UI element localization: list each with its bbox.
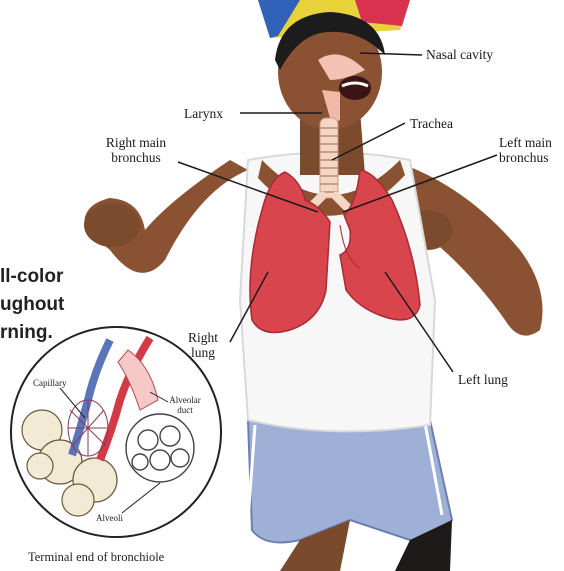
trachea-label: Trachea — [410, 116, 453, 131]
alveoli-label: Alveoli — [96, 513, 123, 523]
cover-text-line-2: ughout — [0, 294, 64, 316]
right-main-bronchus-line-2: bronchus — [86, 150, 186, 165]
right-main-bronchus-line-1: Right main — [86, 135, 186, 150]
alveolar-duct-line-2: duct — [160, 405, 210, 415]
alveolar-duct-label: Alveolar duct — [160, 395, 210, 415]
left-main-bronchus-line-2: bronchus — [499, 150, 552, 165]
capillary-label: Capillary — [33, 378, 67, 388]
cover-text-line-1: ll-color — [0, 266, 63, 288]
right-lung-line-2: lung — [178, 345, 228, 360]
left-lung-label: Left lung — [458, 372, 508, 387]
shorts — [248, 420, 452, 571]
left-main-bronchus-label: Left main bronchus — [499, 135, 552, 165]
capillary-net — [68, 400, 108, 456]
right-lung-line-1: Right — [178, 330, 228, 345]
right-lung-label: Right lung — [178, 330, 228, 360]
alveolar-duct-line-1: Alveolar — [160, 395, 210, 405]
nasal-cavity-label: Nasal cavity — [426, 47, 493, 62]
right-main-bronchus-label: Right main bronchus — [86, 135, 186, 165]
inset-caption: Terminal end of bronchiole — [28, 550, 164, 565]
left-main-bronchus-line-1: Left main — [499, 135, 552, 150]
cover-text-line-3: rning. — [0, 322, 53, 344]
alveolar-sacs — [126, 414, 194, 482]
larynx-label: Larynx — [184, 106, 223, 121]
